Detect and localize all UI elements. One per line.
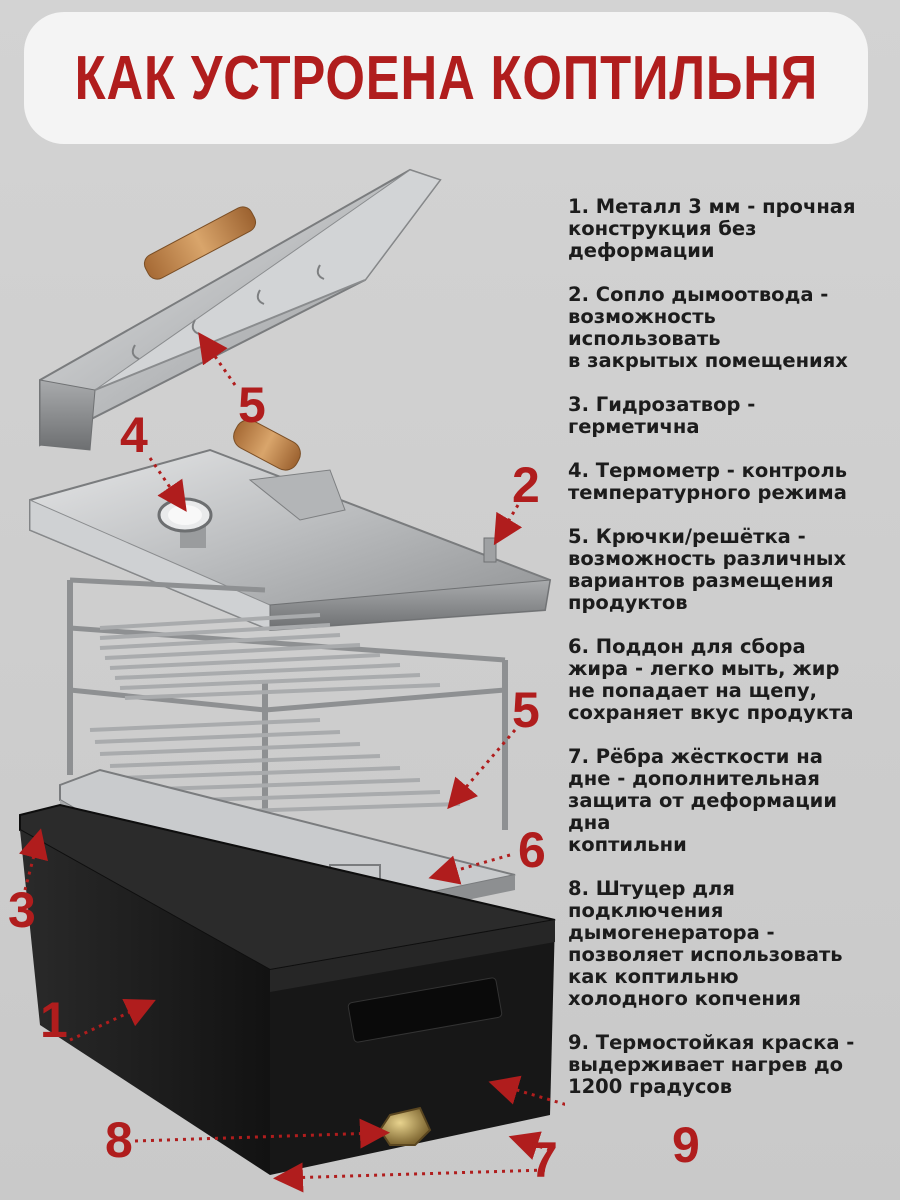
body-handle <box>347 977 503 1043</box>
callout-2-nozzle: 2 <box>512 457 540 513</box>
callout-8-fitting: 8 <box>105 1112 133 1168</box>
feature-item-1: 1. Металл 3 мм - прочная конструкция без… <box>568 195 856 262</box>
callout-1-metal: 1 <box>40 992 68 1048</box>
feature-item-7: 7. Рёбра жёсткости на дне - дополнительн… <box>568 745 838 856</box>
middle-lid-handle <box>233 419 301 471</box>
grill-rack <box>67 577 508 870</box>
callout-arrows <box>18 332 565 1193</box>
smoker-diagram: 5 4 2 5 6 3 1 8 7 <box>0 150 565 1200</box>
page-title: КАК УСТРОЕНА КОПТИЛЬНЯ <box>74 43 818 113</box>
smoke-nozzle <box>483 537 497 563</box>
callout-4-thermometer: 4 <box>120 407 148 463</box>
feature-item-5: 5. Крючки/решётка - возможность различны… <box>568 525 847 614</box>
callout-9-paint: 9 <box>672 1117 700 1173</box>
smoker-body <box>19 803 556 1175</box>
callout-6-tray: 6 <box>518 822 546 878</box>
callout-5-hooks: 5 <box>238 377 266 433</box>
smoker-illustration <box>18 168 565 1193</box>
upper-lid-handle <box>143 206 257 280</box>
middle-lid <box>29 419 552 632</box>
callout-3-hydrolock: 3 <box>8 882 36 938</box>
upper-lid <box>39 168 442 451</box>
callout-5-grill: 5 <box>512 682 540 738</box>
feature-item-2: 2. Сопло дымоотвода - возможность исполь… <box>568 283 848 372</box>
feature-item-6: 6. Поддон для сбора жира - легко мыть, ж… <box>568 635 854 724</box>
feature-item-9: 9. Термостойкая краска - выдерживает наг… <box>568 1031 855 1098</box>
feature-item-4: 4. Термометр - контроль температурного р… <box>568 459 848 504</box>
hooks <box>131 264 325 360</box>
feature-item-8: 8. Штуцер для подключения дымогенератора… <box>568 877 843 1010</box>
feature-item-3: 3. Гидрозатвор - герметична <box>568 393 756 438</box>
title-banner: КАК УСТРОЕНА КОПТИЛЬНЯ <box>24 12 868 144</box>
feature-list: 1. Металл 3 мм - прочная конструкция без… <box>568 196 894 1120</box>
callout-7-ribs: 7 <box>530 1132 558 1188</box>
